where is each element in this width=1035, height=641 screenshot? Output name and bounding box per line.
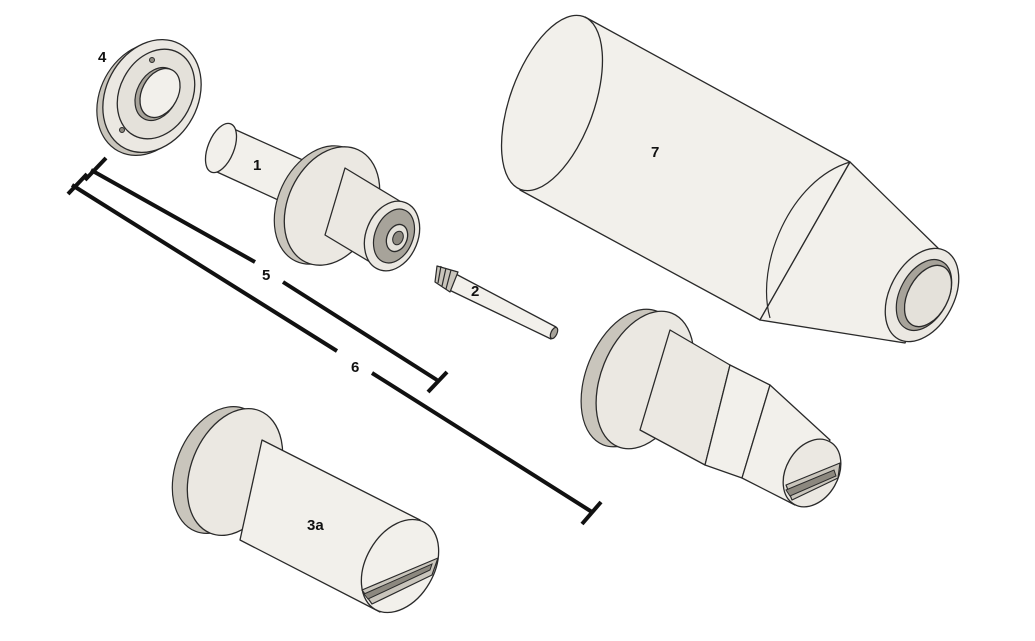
part-2-tapered-pin	[434, 265, 559, 340]
part-3a-slotted-cylinder	[171, 406, 440, 614]
label-part-4: 4	[98, 49, 107, 66]
dimension-6	[66, 172, 603, 526]
part-1-flanged-shaft	[204, 122, 421, 272]
dimension-5	[83, 156, 449, 394]
part-7-conical-housing	[500, 14, 960, 344]
part-3-stepped-nozzle	[580, 308, 842, 508]
label-part-3a: 3a	[307, 517, 324, 534]
label-part-7: 7	[651, 144, 659, 161]
label-part-2: 2	[471, 283, 479, 300]
part-4-washer	[96, 38, 202, 156]
label-dim-6: 6	[351, 359, 359, 376]
label-part-1: 1	[253, 157, 261, 174]
label-dim-5: 5	[262, 267, 270, 284]
